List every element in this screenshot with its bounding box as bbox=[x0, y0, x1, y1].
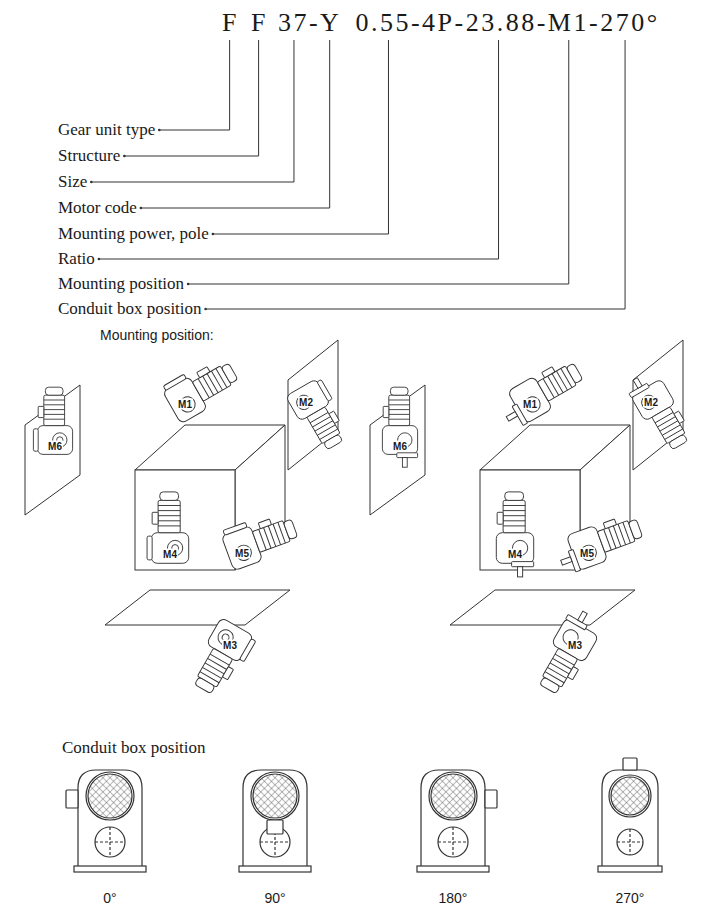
position-label: M6 bbox=[392, 441, 408, 452]
angle-label: 0° bbox=[103, 890, 116, 906]
field-name: Motor code bbox=[58, 198, 137, 218]
field-name: Mounting position bbox=[58, 274, 184, 294]
field-name: Structure bbox=[58, 146, 120, 166]
leader-dot bbox=[140, 207, 143, 210]
leader-dot bbox=[158, 129, 161, 132]
leader-dot bbox=[212, 233, 215, 236]
section-heading: Conduit box position bbox=[62, 738, 206, 758]
position-label: M4 bbox=[162, 549, 178, 560]
leader-dot bbox=[204, 308, 207, 311]
field-name: Conduit box position bbox=[58, 299, 202, 319]
leader-line bbox=[206, 40, 625, 309]
angle-label: 180° bbox=[439, 890, 468, 906]
code-segment: 23.88- bbox=[466, 8, 548, 38]
position-label: M1 bbox=[522, 399, 538, 410]
leader-dot bbox=[123, 155, 126, 158]
code-segment: M1- bbox=[548, 8, 600, 38]
code-segment: Y bbox=[320, 8, 341, 38]
position-label: M6 bbox=[47, 441, 63, 452]
angle-label: 270° bbox=[616, 890, 645, 906]
position-label: M5 bbox=[579, 548, 595, 559]
position-label: M3 bbox=[222, 640, 238, 651]
type-code: FF 37-Y 0.55-4P-23.88-M1-270° bbox=[222, 8, 660, 38]
code-segment: F bbox=[251, 8, 268, 38]
code-segment: 270° bbox=[600, 8, 659, 38]
field-name: Ratio bbox=[58, 249, 95, 269]
code-segment: F bbox=[222, 8, 239, 38]
code-segment: 37- bbox=[278, 8, 320, 38]
leader-dot bbox=[90, 181, 93, 184]
angle-label: 90° bbox=[264, 890, 285, 906]
position-label: M5 bbox=[234, 548, 250, 559]
position-label: M4 bbox=[507, 549, 523, 560]
leader-line bbox=[91, 40, 294, 182]
section-heading: Mounting position: bbox=[100, 327, 214, 343]
position-label: M2 bbox=[643, 397, 659, 408]
leader-line bbox=[213, 40, 389, 234]
leader-line bbox=[188, 40, 569, 284]
leader-dot bbox=[98, 258, 101, 261]
position-label: M3 bbox=[567, 640, 583, 651]
field-name: Mounting power, pole bbox=[58, 224, 209, 244]
position-label: M2 bbox=[298, 397, 314, 408]
leader-line bbox=[141, 40, 330, 208]
leader-dot bbox=[187, 283, 190, 286]
code-segment: 0.55-4P- bbox=[355, 8, 465, 38]
position-label: M1 bbox=[177, 399, 193, 410]
field-name: Size bbox=[58, 172, 87, 192]
field-name: Gear unit type bbox=[58, 120, 155, 140]
leader-line bbox=[159, 40, 229, 130]
